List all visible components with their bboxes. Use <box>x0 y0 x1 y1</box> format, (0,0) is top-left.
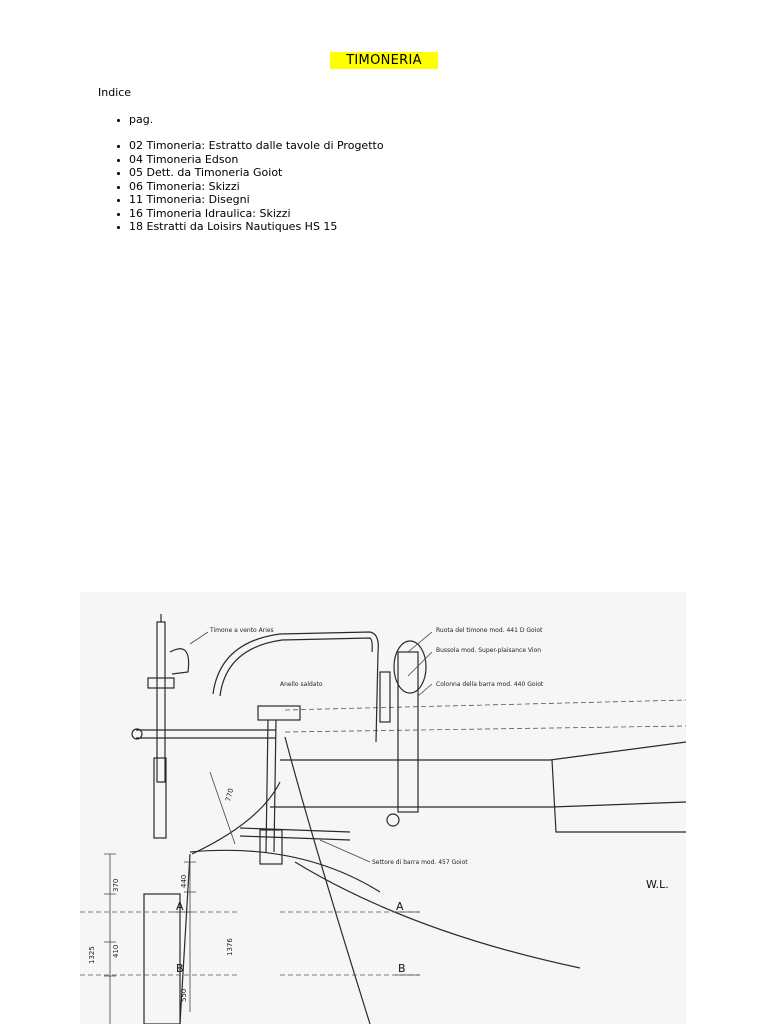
list-item: 02 Timoneria: Estratto dalle tavole di P… <box>114 139 384 153</box>
stern-post <box>179 853 191 1024</box>
list-item: pag. <box>114 113 153 127</box>
document-title: TIMONERIA <box>330 52 438 69</box>
list-item: 05 Dett. da Timoneria Goiot <box>114 166 384 180</box>
steering-wheel <box>393 640 427 694</box>
rudder-stock <box>265 719 277 853</box>
label-anello: Anello saldato <box>280 681 323 688</box>
index-list: 02 Timoneria: Estratto dalle tavole di P… <box>114 139 384 234</box>
page-column-list: pag. <box>114 113 153 127</box>
tiller-end <box>131 728 143 740</box>
dimension-550: 550 <box>180 989 188 1002</box>
dimension-1325: 1325 <box>88 946 96 964</box>
label-colonna: Colonna della barra mod. 440 Goiot <box>436 681 544 688</box>
dimension-line <box>209 771 236 845</box>
column-base <box>386 813 400 827</box>
sector-arm <box>239 827 351 841</box>
label-settore: Settore di barra mod. 457 Goiot <box>372 859 468 866</box>
leader-line <box>189 631 209 645</box>
rudder-bearing <box>259 829 283 865</box>
list-item: 11 Timoneria: Disegni <box>114 193 384 207</box>
dimension-line <box>184 861 196 1012</box>
dimension-440: 440 <box>180 875 188 888</box>
label-bussola: Bussola mod. Super-plaisance Vion <box>436 647 541 654</box>
wheel-hub <box>379 671 391 723</box>
dimension-370: 370 <box>112 879 120 892</box>
section-a-label: A <box>176 900 184 913</box>
pushpit-tube <box>219 637 373 697</box>
hull-line <box>551 759 686 833</box>
hull-line <box>270 801 686 808</box>
steering-technical-drawing: Timone a vento Aries Anello saldato Ruot… <box>80 592 686 1024</box>
deck-line <box>284 699 686 711</box>
dimension-410: 410 <box>112 945 120 958</box>
leader-line <box>417 683 433 697</box>
label-waterline: W.L. <box>646 878 669 891</box>
dimension-770: 770 <box>224 788 235 803</box>
leader-line <box>407 631 433 653</box>
index-heading: Indice <box>98 86 132 99</box>
vane-gear <box>169 648 190 675</box>
vane-blade <box>143 893 181 1024</box>
stern-curve <box>189 849 381 893</box>
dimension-1376: 1376 <box>226 938 234 956</box>
waterline-curve <box>294 861 581 969</box>
list-item: 18 Estratti da Loisirs Nautiques HS 15 <box>114 220 384 234</box>
hull-line <box>280 741 686 761</box>
vane-clamp <box>147 677 175 689</box>
label-timone-vento: Timone a vento Aries <box>209 627 274 634</box>
rudder-head <box>257 705 301 721</box>
list-item: 06 Timoneria: Skizzi <box>114 180 384 194</box>
vane-shaft <box>153 757 167 839</box>
list-item: 16 Timoneria Idraulica: Skizzi <box>114 207 384 221</box>
section-b-label: B <box>176 962 184 975</box>
section-a-label: A <box>396 900 404 913</box>
dimension-line <box>104 853 116 1024</box>
list-item: 04 Timoneria Edson <box>114 153 384 167</box>
tiller-bar <box>136 729 276 739</box>
label-ruota: Ruota del timone mod. 441 D Goiot <box>436 627 543 634</box>
transom-curve <box>284 736 371 1024</box>
section-b-label: B <box>398 962 406 975</box>
deck-line <box>284 725 686 733</box>
leader-line <box>407 651 433 677</box>
leader-line <box>319 839 371 863</box>
pushpit-tube <box>212 631 379 743</box>
